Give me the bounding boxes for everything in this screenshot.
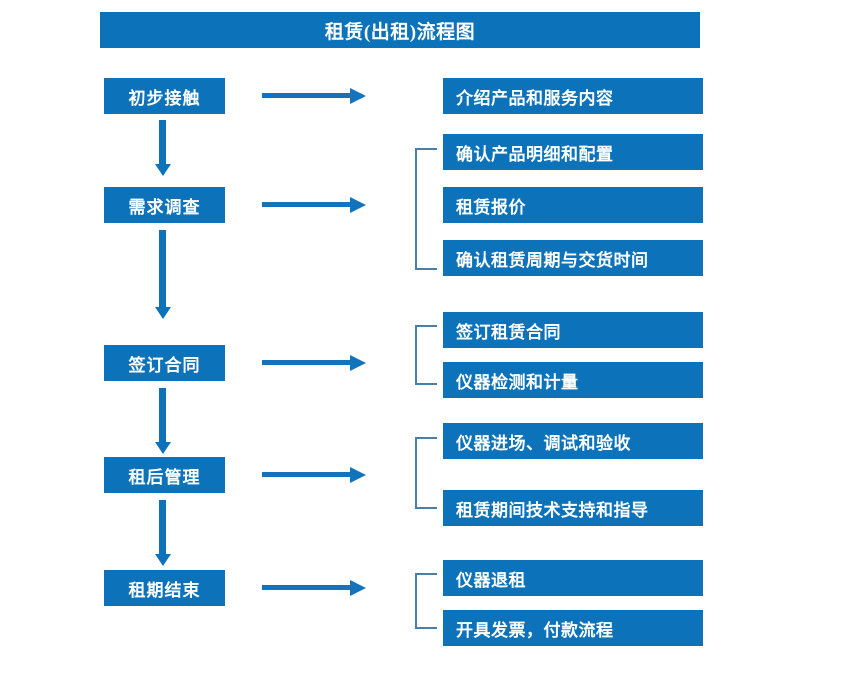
right-arrow-icon-3	[262, 360, 350, 365]
detail-box-1-1[interactable]: 介绍产品和服务内容	[443, 78, 703, 114]
detail-box-4-1[interactable]: 仪器进场、调试和验收	[443, 423, 703, 459]
detail-box-2-3[interactable]: 确认租赁周期与交货时间	[443, 240, 703, 276]
detail-box-2-1[interactable]: 确认产品明细和配置	[443, 134, 703, 170]
right-arrow-icon-5	[262, 585, 350, 590]
down-arrow-icon-4	[159, 500, 166, 555]
stage-box-1[interactable]: 初步接触	[104, 78, 225, 114]
right-arrow-icon-2	[262, 202, 350, 207]
bracket-3	[415, 325, 437, 385]
right-arrow-icon-4	[262, 472, 350, 477]
detail-box-5-2[interactable]: 开具发票，付款流程	[443, 610, 703, 646]
stage-box-3[interactable]: 签订合同	[104, 345, 225, 381]
bracket-5	[415, 573, 437, 629]
page-title: 租赁(出租)流程图	[100, 12, 700, 48]
down-arrow-icon-3	[159, 388, 166, 443]
bracket-4	[415, 437, 437, 509]
detail-box-3-2[interactable]: 仪器检测和计量	[443, 362, 703, 398]
bracket-2	[415, 148, 437, 270]
down-arrow-icon-1	[159, 120, 166, 165]
detail-box-3-1[interactable]: 签订租赁合同	[443, 312, 703, 348]
stage-box-4[interactable]: 租后管理	[104, 457, 225, 493]
detail-box-5-1[interactable]: 仪器退租	[443, 560, 703, 596]
down-arrow-icon-2	[159, 230, 166, 308]
detail-box-4-2[interactable]: 租赁期间技术支持和指导	[443, 490, 703, 526]
stage-box-5[interactable]: 租期结束	[104, 570, 225, 606]
detail-box-2-2[interactable]: 租赁报价	[443, 187, 703, 223]
right-arrow-icon-1	[262, 93, 350, 98]
stage-box-2[interactable]: 需求调查	[104, 187, 225, 223]
